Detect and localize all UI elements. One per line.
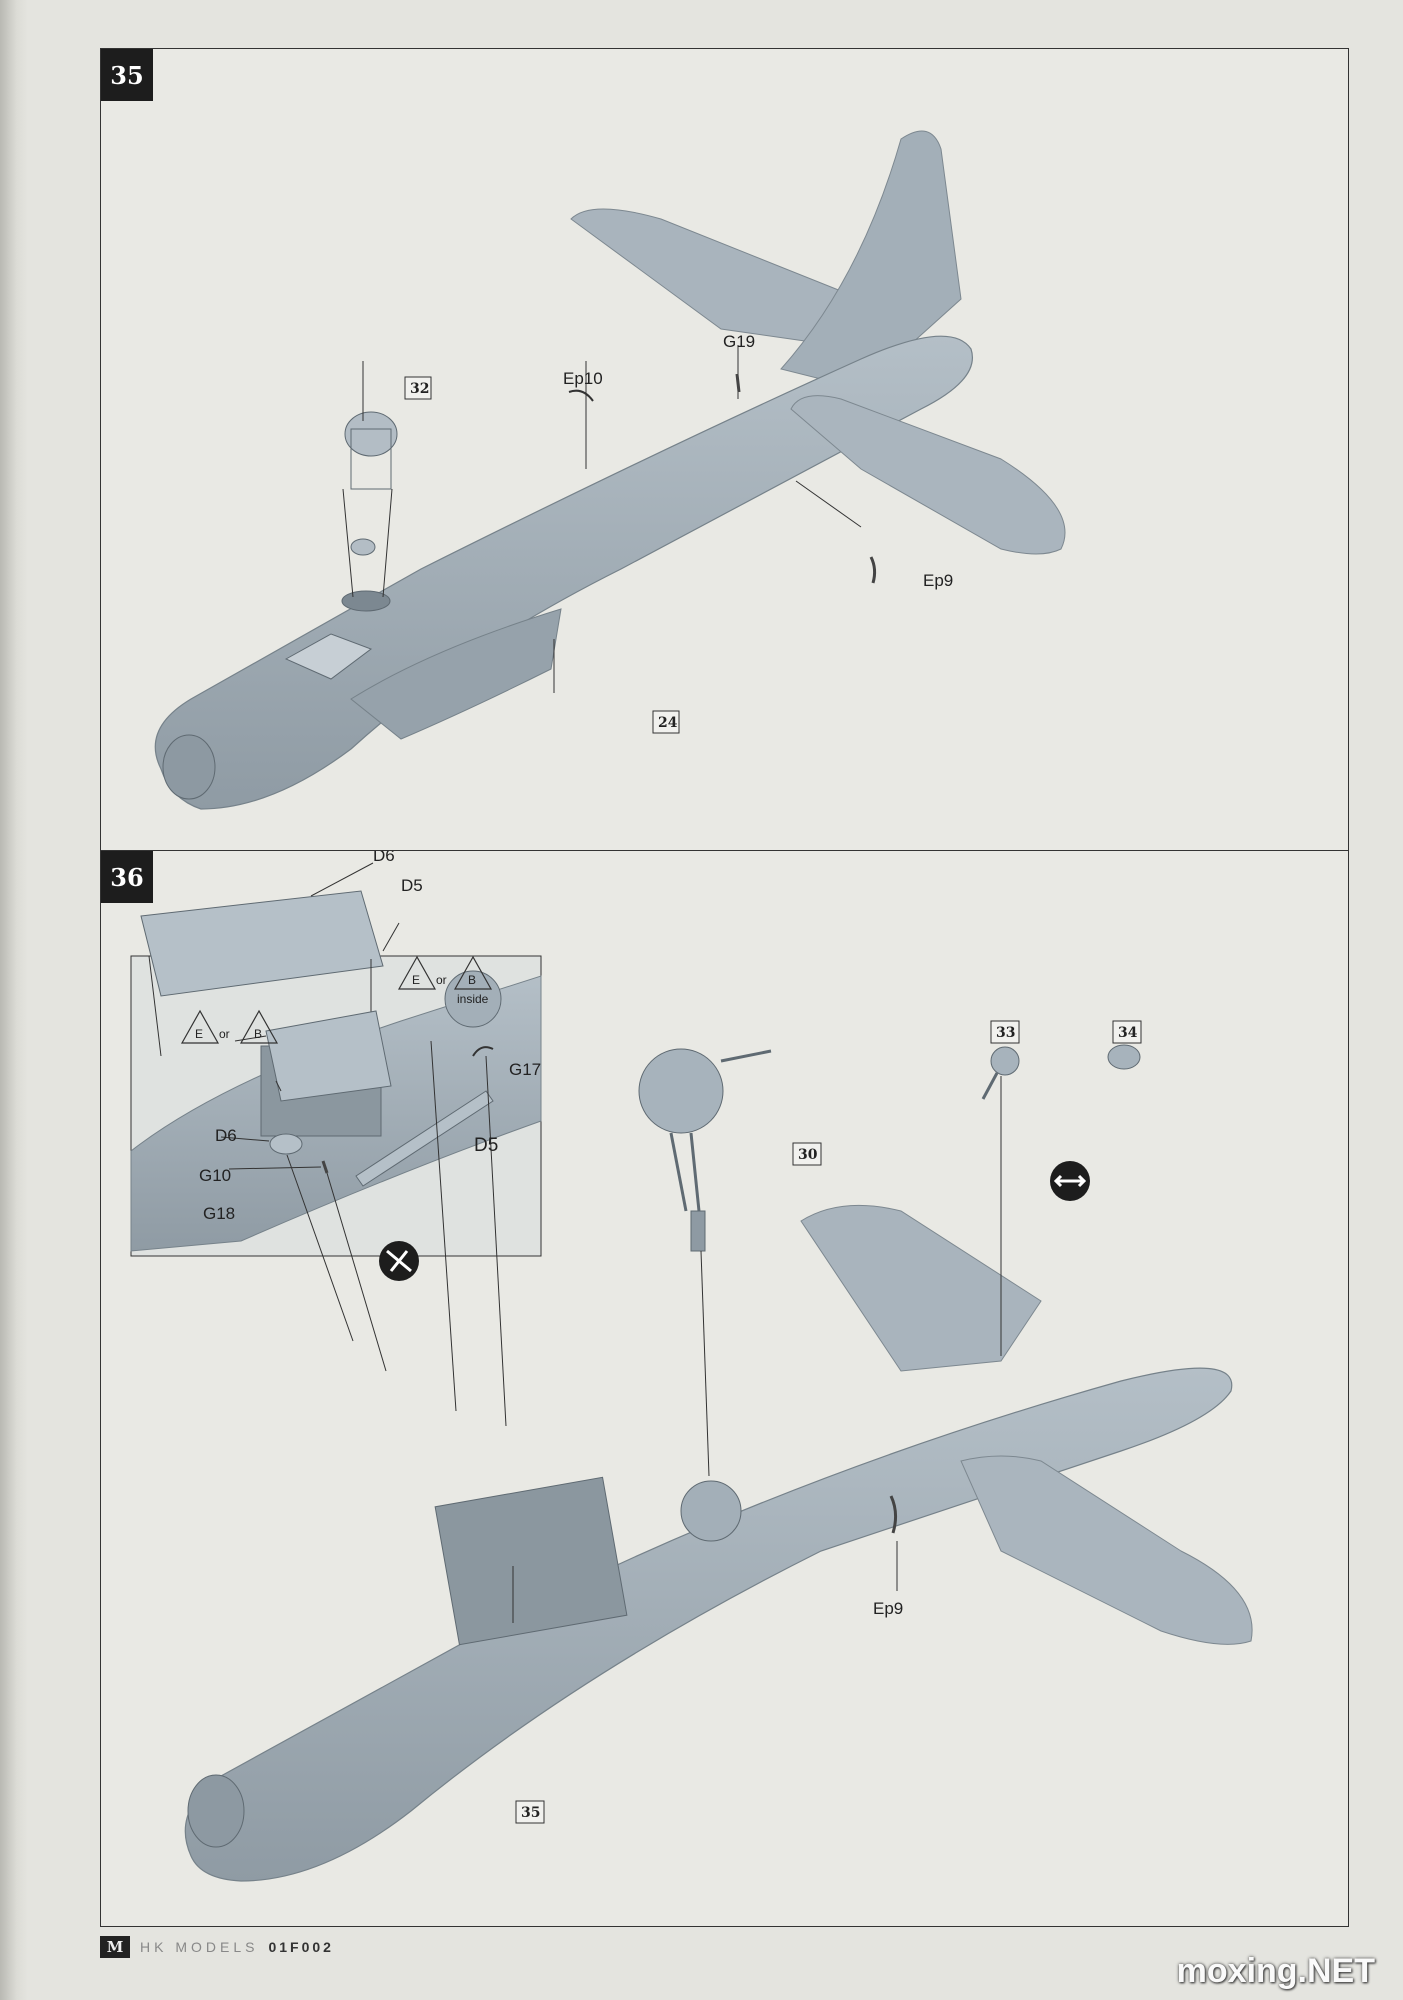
option-markers-2: [397, 955, 493, 990]
watermark: moxing.NET: [1176, 1952, 1375, 1990]
ref-box-33: [990, 1020, 1020, 1044]
mounted-ball-turret: [680, 1480, 742, 1542]
label-ep10: Ep10: [563, 369, 603, 388]
part-ep10: [568, 389, 594, 402]
ref-32-text: 32: [410, 381, 429, 397]
step-number: 35: [101, 49, 153, 101]
leader-lines: [342, 345, 862, 693]
inset-hatch-d6: [140, 890, 384, 997]
label-ep9: Ep9: [873, 1599, 903, 1618]
cockpit-canopy: [284, 633, 373, 680]
brand-name: HK MODELS: [140, 1939, 259, 1955]
top-turret-part: [341, 411, 398, 612]
step-number: 36: [101, 851, 153, 903]
label-d6: D6: [215, 1126, 237, 1145]
nose-glazing-36: [187, 1774, 245, 1848]
bomb-bay: [434, 1476, 628, 1646]
fuselage: [154, 335, 973, 810]
brand-logo: M: [100, 1936, 130, 1958]
ball-turret-part: [638, 1048, 772, 1252]
marker-b-2: B: [468, 973, 476, 987]
near-wing-36: [960, 1455, 1253, 1645]
step-36-panel: 36 D6 D5: [100, 850, 1349, 1927]
step-35-panel: 35: [100, 48, 1349, 852]
ref-35-text: 35: [521, 1805, 540, 1821]
marker-inside: inside: [457, 992, 489, 1006]
marker-or-2: or: [436, 973, 447, 987]
ref-30-text: 30: [798, 1147, 818, 1163]
marker-b-1: B: [254, 1027, 262, 1041]
bomb-door-d6: [265, 1010, 392, 1102]
part-g10: [269, 1133, 303, 1155]
nose-glazing: [162, 734, 216, 800]
part-g17: [472, 1046, 494, 1057]
step-35-drawing: G19 Ep10 Ep9 32 24: [154, 130, 1066, 810]
ref-box-30: [792, 1142, 822, 1166]
far-wing-36: [800, 1204, 1042, 1372]
page-binding-shadow: [0, 0, 28, 2000]
page-footer: M HK MODELS 01F002: [100, 1934, 334, 1960]
marker-e-2: E: [412, 973, 420, 987]
ref-box-34: [1112, 1020, 1142, 1044]
rotate-arrows-icon: [379, 1241, 419, 1281]
label-d5: D5: [474, 1135, 498, 1156]
kit-code: 01F002: [268, 1939, 334, 1955]
part-g18: [321, 1160, 329, 1174]
near-wing: [790, 395, 1066, 555]
bomb-door-d5: [355, 1090, 494, 1187]
label-ep9: Ep9: [923, 571, 953, 590]
label-g18: G18: [203, 1204, 235, 1223]
ref-box-32: [404, 376, 432, 400]
label-g10: G10: [199, 1166, 231, 1185]
ref-24-text: 24: [658, 715, 678, 731]
label-g17: G17: [509, 1060, 541, 1079]
tail-fin: [780, 130, 962, 390]
rotate-arrows-icon: [1050, 1161, 1090, 1201]
part-34: [1107, 1044, 1141, 1070]
ref-33-text: 33: [996, 1025, 1015, 1041]
part-33: [981, 1046, 1020, 1100]
marker-or-1: or: [219, 1027, 230, 1041]
label-g19: G19: [723, 332, 755, 351]
option-markers-1: [180, 1009, 279, 1044]
fuselage-36: [184, 1367, 1233, 1882]
ref-box-24: [652, 710, 680, 734]
leader-lines-36: [220, 1035, 1002, 1623]
belly-fairing: [350, 608, 562, 740]
label-d5-inset: D5: [401, 876, 423, 895]
ref-box-35: [515, 1800, 545, 1824]
part-ep9: [869, 556, 877, 584]
part-g19: [735, 373, 741, 393]
ref-34-text: 34: [1118, 1025, 1138, 1041]
step-36-drawing: D6 D5: [130, 851, 1253, 1882]
marker-e-1: E: [195, 1027, 203, 1041]
part-ep9-36: [889, 1495, 898, 1534]
label-d6-inset: D6: [373, 851, 395, 865]
